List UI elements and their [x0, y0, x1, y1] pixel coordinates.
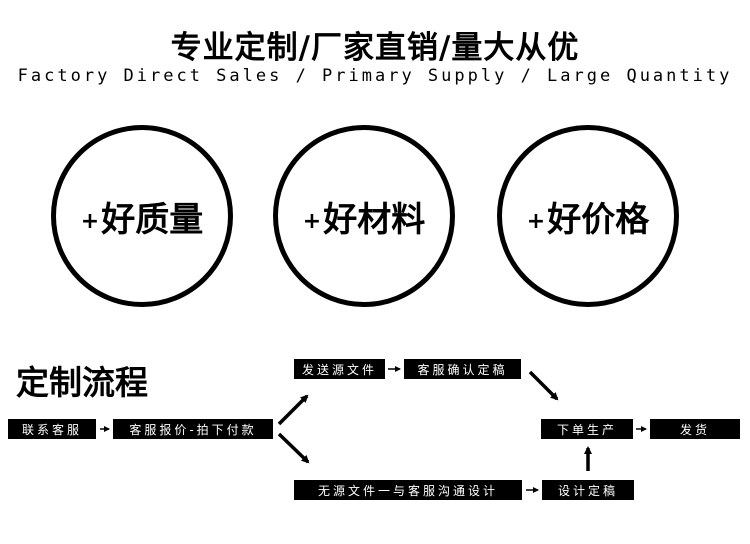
plus-sign: +: [302, 208, 322, 234]
process-title: 定制流程: [16, 363, 148, 402]
arrow-quote-to-nofile: [277, 432, 310, 464]
page-subtitle: Factory Direct Sales / Primary Supply / …: [17, 66, 733, 86]
step-shipping: 发货: [650, 419, 740, 439]
plus-sign: +: [80, 208, 100, 234]
feature-circle-quality: +好质量: [51, 125, 233, 307]
step-quote-payment: 客服报价-拍下付款: [113, 419, 273, 439]
step-design-final: 设计定稿: [542, 480, 634, 500]
plus-sign: +: [526, 208, 546, 234]
arrow-confirm-to-produce: [528, 370, 559, 401]
step-order-production: 下单生产: [541, 419, 633, 439]
step-no-source-file-design: 无源文件一与客服沟通设计: [294, 480, 522, 500]
step-confirm-draft: 客服确认定稿: [404, 359, 521, 379]
feature-circle-price: +好价格: [497, 125, 679, 307]
arrow-quote-to-send: [277, 394, 309, 426]
feature-label: 好价格: [547, 199, 650, 240]
page-title: 专业定制/厂家直销/量大从优: [170, 30, 580, 66]
step-contact-service: 联系客服: [8, 419, 96, 439]
feature-label: 好质量: [101, 199, 204, 240]
feature-circle-material: +好材料: [273, 125, 455, 307]
step-send-source-file: 发送源文件: [294, 359, 385, 379]
feature-label: 好材料: [323, 199, 426, 240]
